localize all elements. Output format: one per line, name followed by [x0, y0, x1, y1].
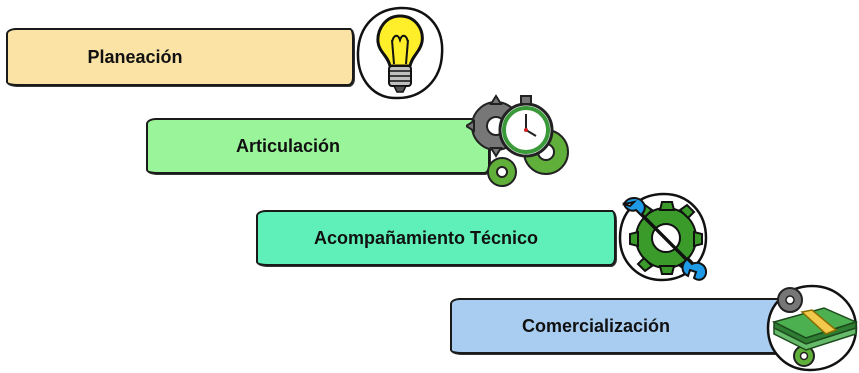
- money-gears-icon: [766, 284, 859, 372]
- step-label: Acompañamiento Técnico: [313, 227, 539, 248]
- stopwatch-gears-icon: [466, 94, 569, 187]
- step-bar: Articulación: [146, 118, 490, 174]
- step-bar: Acompañamiento Técnico: [256, 210, 616, 266]
- step-bar: Comercialización: [450, 298, 792, 354]
- wrench-gear-icon: [618, 192, 708, 282]
- step-label: Planeación: [87, 46, 183, 67]
- step-label: Articulación: [235, 135, 341, 156]
- step-label: Comercialización: [521, 315, 671, 336]
- lightbulb-icon: [356, 6, 444, 100]
- step-bar: Planeación: [6, 28, 354, 86]
